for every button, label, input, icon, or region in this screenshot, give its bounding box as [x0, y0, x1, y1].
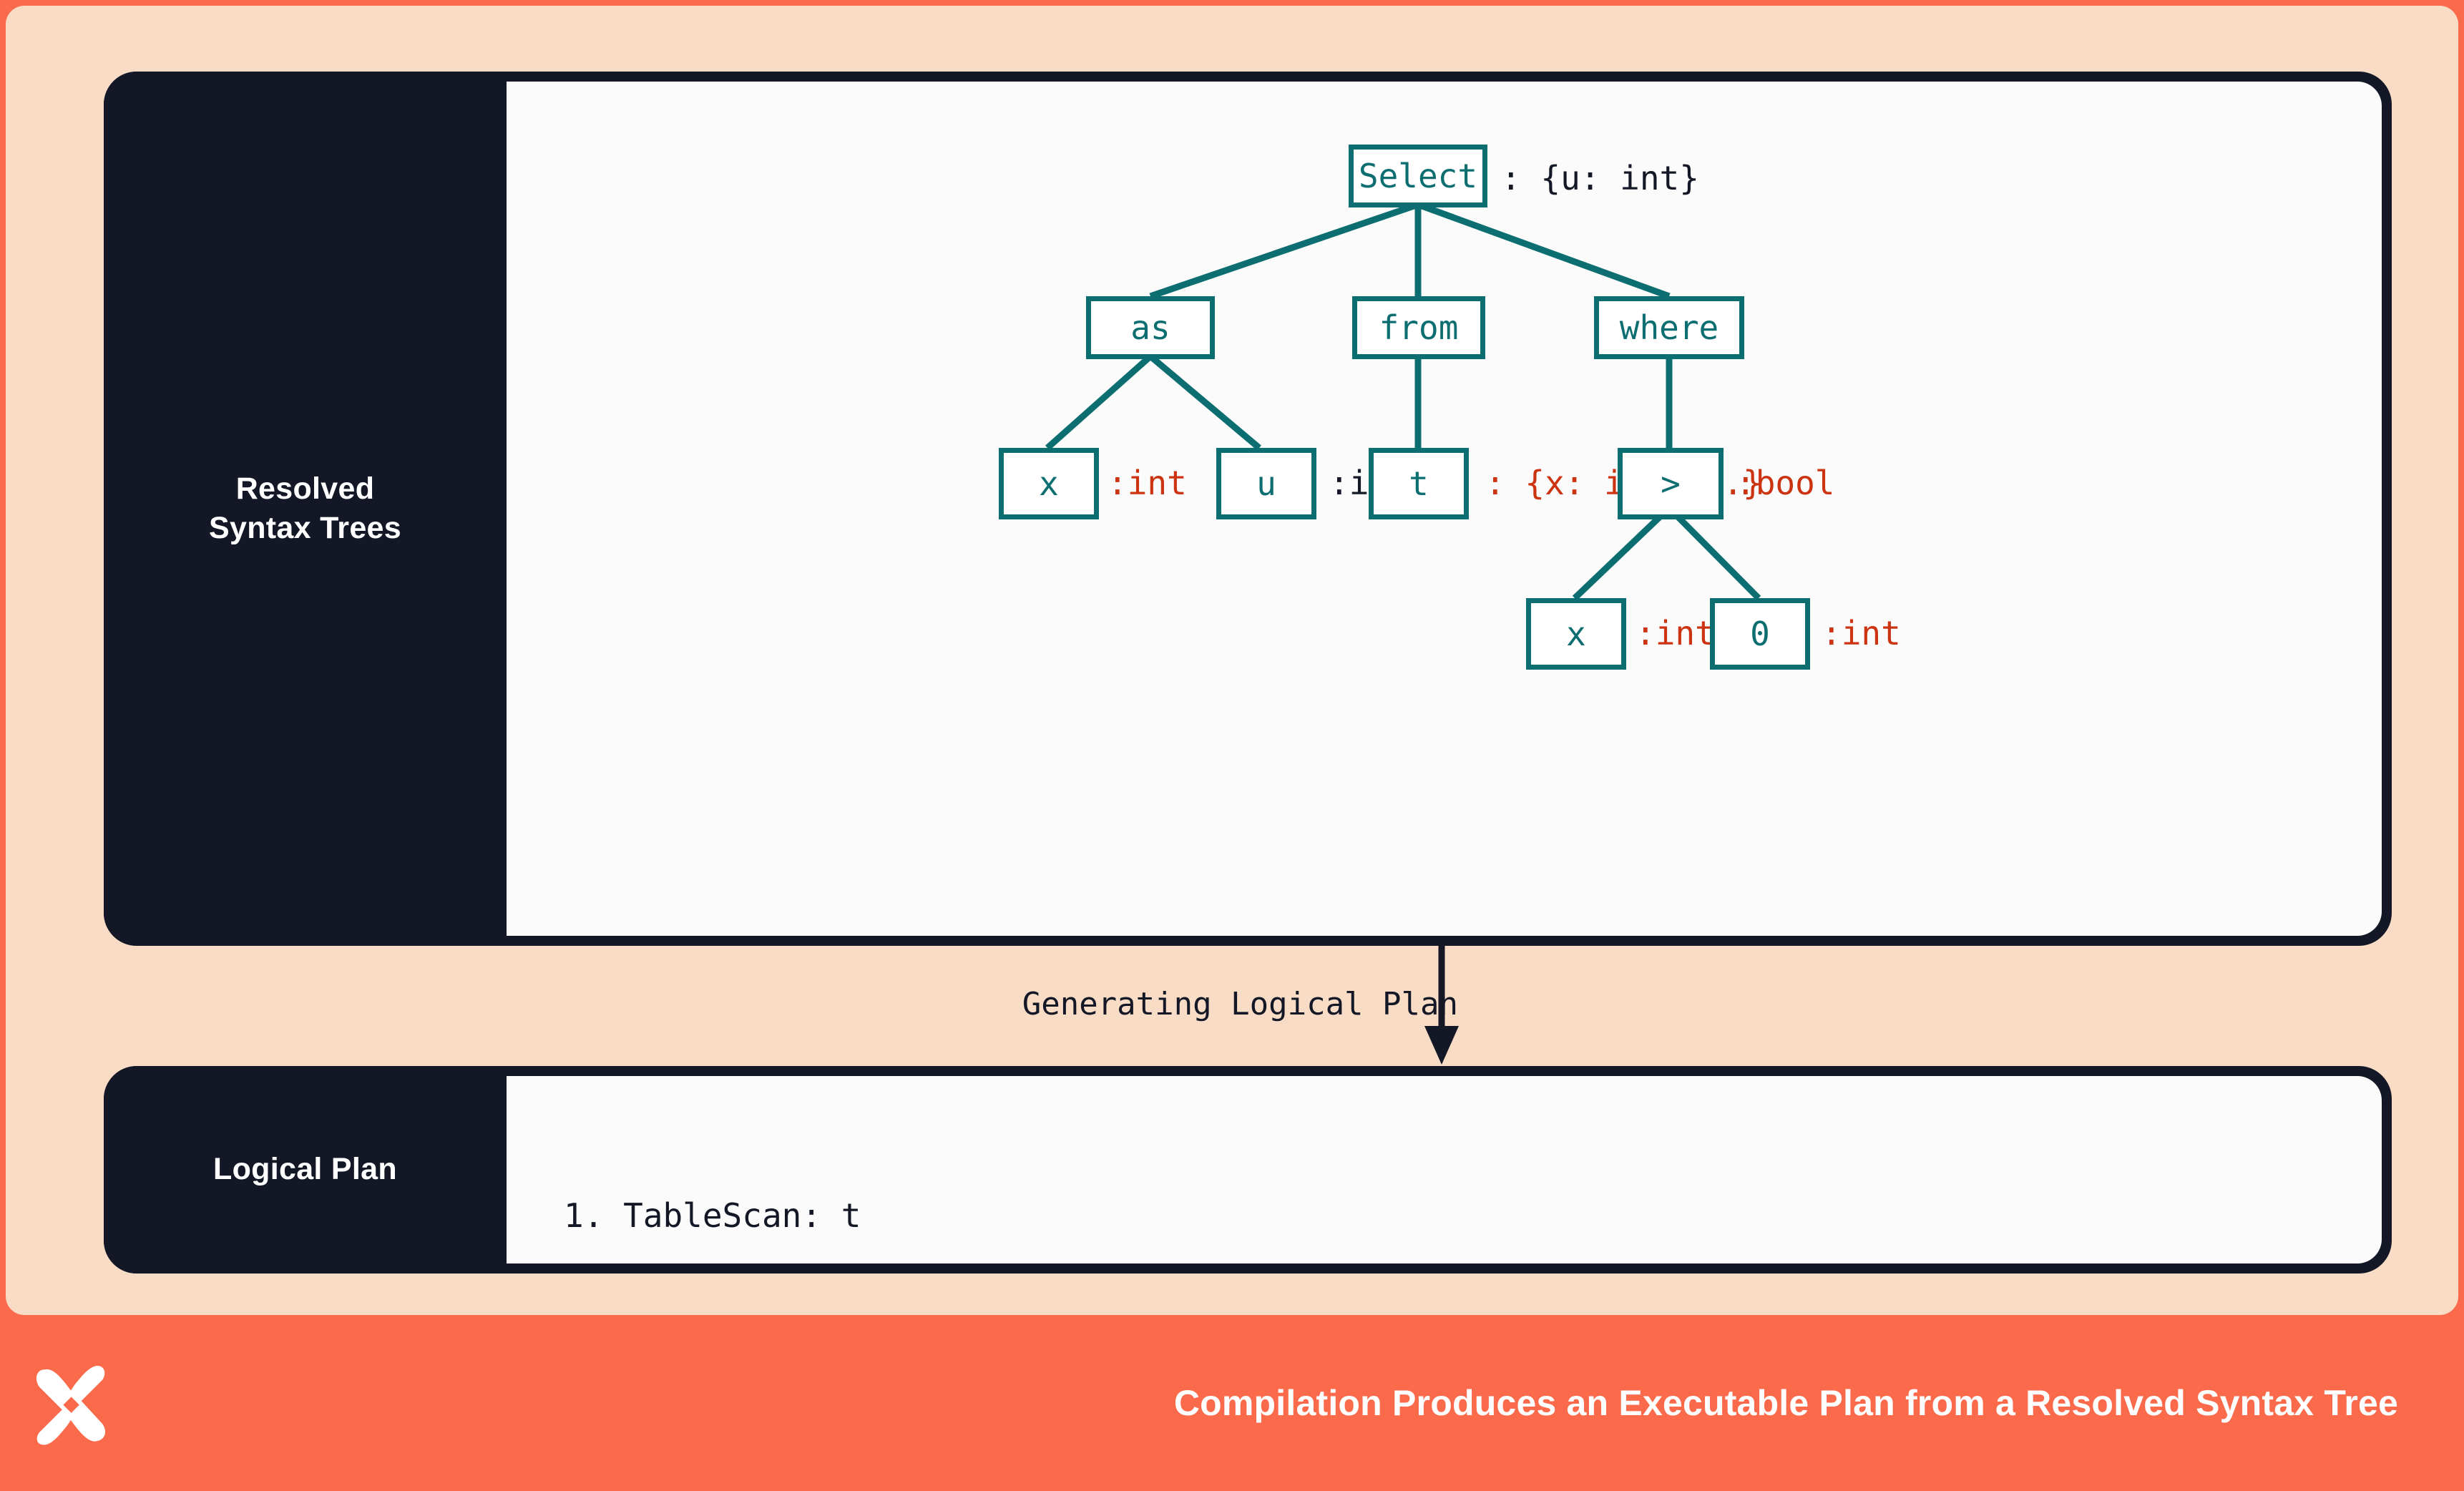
resolved-syntax-trees-label: Resolved Syntax Trees: [209, 469, 401, 548]
tree-node-as-u[interactable]: u: [1216, 448, 1316, 519]
tree-node-where-label: where: [1619, 308, 1719, 347]
logical-plan-label: Logical Plan: [213, 1152, 397, 1187]
tree-annotation-as-x: :int: [1108, 464, 1187, 502]
tree-node-gt[interactable]: >: [1618, 448, 1724, 519]
tree-node-as-x[interactable]: x: [999, 448, 1099, 519]
footer-banner: Compilation Produces an Executable Plan …: [0, 1315, 2464, 1491]
tree-node-select[interactable]: Select: [1349, 145, 1487, 207]
tree-node-cmp-0-label: 0: [1750, 615, 1770, 653]
tree-node-cmp-0[interactable]: 0: [1710, 598, 1810, 670]
tree-node-where[interactable]: where: [1594, 296, 1744, 359]
down-arrow-icon: [1424, 946, 1459, 1065]
transition-group: Generating Logical Plan: [104, 946, 2392, 1066]
syntax-tree: Select : {u: int} as from where x :int: [507, 82, 2382, 936]
rst-label-line-1: Resolved: [235, 471, 375, 506]
tree-node-as-u-label: u: [1256, 464, 1276, 503]
tree-annotation-cmp-0: :int: [1822, 614, 1901, 652]
tree-node-t[interactable]: t: [1369, 448, 1469, 519]
tree-annotation-select: : {u: int}: [1501, 159, 1699, 197]
edge-gt-x: [1572, 505, 1672, 601]
tree-node-from-label: from: [1379, 308, 1459, 347]
tree-node-cmp-x-label: x: [1566, 615, 1586, 653]
tree-annotation-cmp-x: :int: [1636, 614, 1715, 652]
tree-node-from[interactable]: from: [1352, 296, 1485, 359]
logical-plan-card: Logical Plan 1. TableScan: t 2. Filter: …: [104, 1066, 2392, 1274]
list-item: 1. TableScan: t: [564, 1196, 861, 1235]
logical-plan-canvas: 1. TableScan: t 2. Filter: t.x > 0 3. Pr…: [507, 1076, 2382, 1263]
tree-annotation-gt: :bool: [1736, 464, 1835, 502]
transition-label: Generating Logical Plan: [1022, 986, 1458, 1022]
resolved-syntax-trees-card: Resolved Syntax Trees: [104, 72, 2392, 946]
resolved-syntax-trees-sidebar: Resolved Syntax Trees: [104, 72, 507, 946]
edge-as-u: [1148, 353, 1261, 451]
edge-select-as: [1149, 201, 1419, 300]
logical-plan-steps: 1. TableScan: t 2. Filter: t.x > 0 3. Pr…: [564, 1102, 1020, 1274]
edge-select-where: [1417, 201, 1671, 300]
footer-caption: Compilation Produces an Executable Plan …: [1173, 1383, 2398, 1423]
tree-edges: [1045, 201, 1761, 601]
rst-label-line-2: Syntax Trees: [209, 511, 401, 545]
butterfly-x-logo-icon: [36, 1366, 106, 1445]
tree-node-select-label: Select: [1358, 157, 1478, 195]
tree-node-as[interactable]: as: [1086, 296, 1215, 359]
edge-as-x: [1045, 353, 1153, 451]
edge-gt-0: [1666, 505, 1761, 601]
tree-node-as-label: as: [1130, 308, 1170, 347]
tree-node-cmp-x[interactable]: x: [1526, 598, 1626, 670]
resolved-syntax-trees-canvas: Select : {u: int} as from where x :int: [507, 82, 2382, 936]
logical-plan-sidebar: Logical Plan: [104, 1066, 507, 1274]
tree-node-gt-label: >: [1661, 464, 1681, 503]
tree-node-as-x-label: x: [1039, 464, 1059, 503]
tree-node-t-label: t: [1409, 464, 1429, 503]
